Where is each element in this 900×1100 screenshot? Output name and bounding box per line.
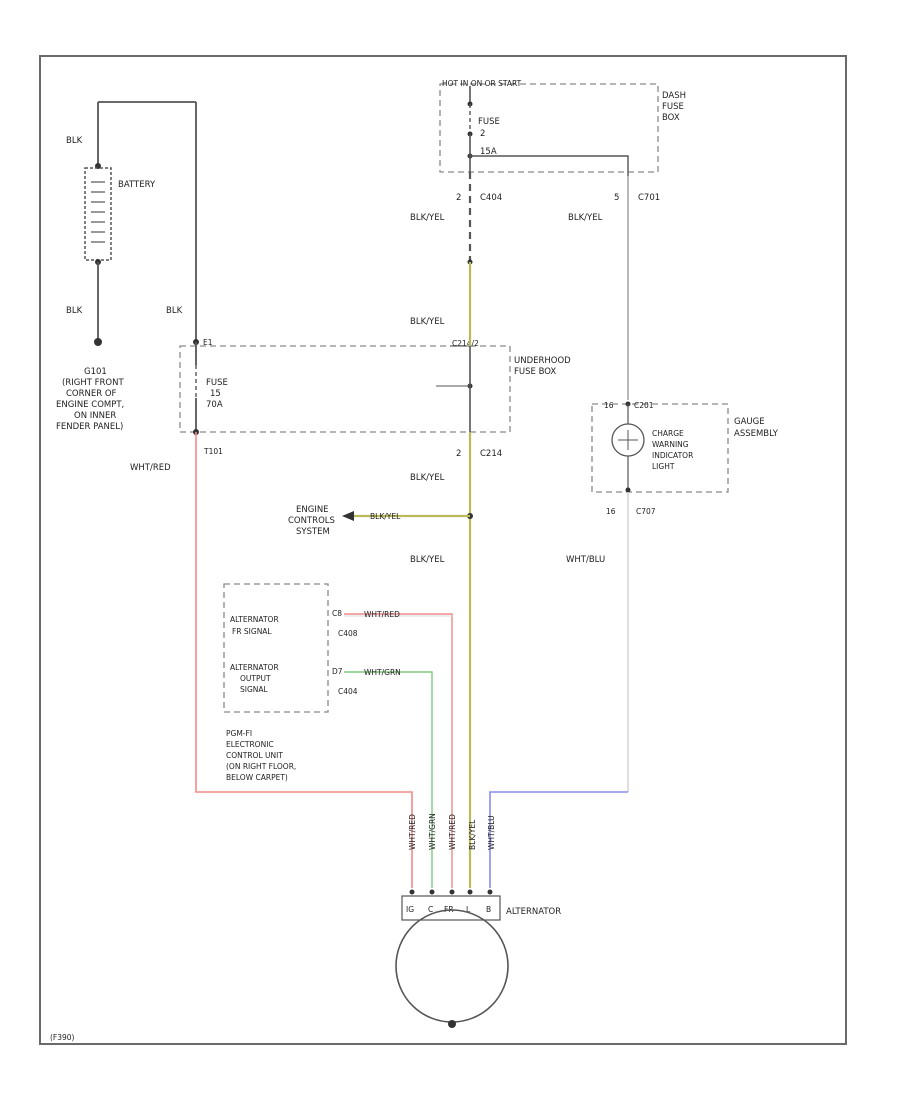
blk-yel-main-wire: BLK/YEL 2 C214 BLK/YEL BLK/YEL (410, 262, 502, 888)
alternator-body (395, 909, 509, 1023)
engine-controls-branch: BLK/YEL ENGINE CONTROLS SYSTEM (288, 505, 470, 537)
blk-yel-label-3: BLK/YEL (410, 473, 445, 483)
ground-desc-line: ENGINE COMPT, (56, 400, 124, 410)
wht-red-main-wire: WHT/RED (130, 432, 413, 888)
positive-cable: BLK (166, 102, 197, 342)
ecu-label: CONTROL UNIT (226, 751, 283, 760)
c214-bottom-name: C214 (480, 449, 502, 459)
ground-desc-line: ON INNER (74, 411, 116, 421)
engine-controls-label: ENGINE (296, 505, 329, 515)
positive-cable-wire-label: BLK (166, 306, 183, 316)
c701-pin: 5 (614, 193, 619, 203)
c408-wire-label: WHT/RED (364, 610, 400, 619)
dash-fuse-box-label: FUSE (662, 102, 684, 112)
alt-terminal: L (466, 905, 471, 914)
ground-desc-line: (RIGHT FRONT (62, 378, 124, 388)
dash-fuse-box-header: HOT IN ON OR START (442, 79, 522, 88)
bottom-wire-label: BLK/YEL (468, 819, 477, 850)
ground-g101 (94, 338, 102, 346)
c404b-name: C404 (338, 687, 358, 696)
diagram-frame (39, 55, 847, 1045)
engine-controls-label: CONTROLS (288, 516, 335, 526)
lamp-label: CHARGE (652, 429, 684, 438)
blk-yel-label-4: BLK/YEL (410, 555, 445, 565)
c404-wire-label: WHT/GRN (364, 668, 401, 677)
bottom-wire-label: WHT/RED (408, 814, 417, 850)
battery-bottom-wire-label: BLK (66, 306, 83, 316)
lamp-label: INDICATOR (652, 451, 693, 460)
blk-yel-label-2: BLK/YEL (410, 317, 445, 327)
underhood-fuse-box: UNDERHOOD FUSE BOX E1 FUSE 15 70A T101 C… (179, 338, 571, 456)
c201-pin: 16 (604, 401, 614, 410)
ecu-label: BELOW CARPET) (226, 773, 288, 782)
battery-label: BATTERY (118, 180, 156, 190)
battery-top-wire-label: BLK (66, 136, 83, 146)
alt-terminal: IG (406, 905, 414, 914)
dash-fuse-box: HOT IN ON OR START DASH FUSE BOX FUSE 2 … (439, 79, 686, 176)
engine-controls-label: SYSTEM (296, 527, 330, 537)
alt-terminal: B (486, 905, 491, 914)
pgm-fi-ecu: ALTERNATOR FR SIGNAL ALTERNATOR OUTPUT S… (223, 583, 453, 888)
c408-pin: C8 (332, 609, 342, 618)
alt-terminal: C (428, 905, 433, 914)
c214-top-label: C214/2 (452, 339, 479, 348)
dash-fuse-box-label: DASH (662, 91, 686, 101)
alternator-ground (448, 1020, 456, 1028)
alternator: IG C FR L B ALTERNATOR (395, 889, 561, 1028)
output-signal-label: ALTERNATOR (230, 663, 279, 672)
gauge-assembly-label: GAUGE (734, 417, 765, 427)
ground-desc-line: CORNER OF (66, 389, 117, 399)
ecu-label: (ON RIGHT FLOOR, (226, 762, 296, 771)
fr-signal-label: FR SIGNAL (232, 627, 272, 636)
gauge-assembly-label: ASSEMBLY (734, 429, 779, 439)
c214-bottom-pin: 2 (456, 449, 461, 459)
engine-controls-arrow (342, 511, 354, 521)
blk-yel-label-1: BLK/YEL (410, 213, 445, 223)
ground-id-label: G101 (84, 367, 107, 377)
c404-c701-connectors: 2 C404 5 C701 BLK/YEL BLK/YEL (410, 172, 660, 400)
ground-desc-line: FENDER PANEL) (56, 422, 123, 432)
c404-pin: 2 (456, 193, 461, 203)
lamp-label: LIGHT (652, 462, 675, 471)
diagram-code: (F390) (50, 1033, 75, 1042)
e1-label: E1 (203, 338, 213, 347)
alternator-label: ALTERNATOR (506, 907, 561, 917)
output-signal-label: OUTPUT (240, 674, 271, 683)
c707-pin: 16 (606, 507, 616, 516)
lamp-label: WARNING (652, 440, 689, 449)
c408-name: C408 (338, 629, 358, 638)
fuse15-label: FUSE (206, 378, 228, 388)
engine-wire-label: BLK/YEL (370, 512, 401, 521)
bottom-wire-label: WHT/BLU (487, 815, 496, 850)
fuse15-label: 70A (206, 400, 223, 410)
wht-red-t101-label: WHT/RED (130, 463, 171, 473)
ecu-label: PGM-FI (226, 729, 252, 738)
fuse2-label: FUSE (478, 117, 500, 127)
output-signal-label: SIGNAL (240, 685, 269, 694)
battery-section: BATTERY BLK BLK G101 (RIGHT FRONT CORNER… (56, 101, 196, 432)
fuse2-label: 15A (480, 147, 497, 157)
c404-name: C404 (480, 193, 502, 203)
ecu-label: ELECTRONIC (226, 740, 274, 749)
gauge-assembly: GAUGE ASSEMBLY 16 C201 CHARGE WARNING IN… (489, 401, 779, 888)
bottom-wire-label: WHT/GRN (428, 813, 437, 850)
fuse2-label: 2 (480, 129, 485, 139)
c201-name: C201 (634, 401, 654, 410)
c701-name: C701 (638, 193, 660, 203)
c707-name: C707 (636, 507, 656, 516)
alternator-connector (401, 895, 501, 921)
dash-fuse-box-label: BOX (662, 113, 680, 123)
bottom-wire-label: WHT/RED (448, 814, 457, 850)
underhood-fuse-box-label: FUSE BOX (514, 367, 556, 377)
underhood-fuse-box-label: UNDERHOOD (514, 356, 571, 366)
blk-yel-c701-label: BLK/YEL (568, 213, 603, 223)
c404b-pin: D7 (332, 667, 343, 676)
fuse15-label: 15 (210, 389, 221, 399)
wht-blu-label: WHT/BLU (566, 555, 605, 565)
t101-label: T101 (203, 447, 223, 456)
fr-signal-label: ALTERNATOR (230, 615, 279, 624)
bottom-wire-labels: WHT/RED WHT/GRN WHT/RED BLK/YEL WHT/BLU (408, 813, 496, 850)
